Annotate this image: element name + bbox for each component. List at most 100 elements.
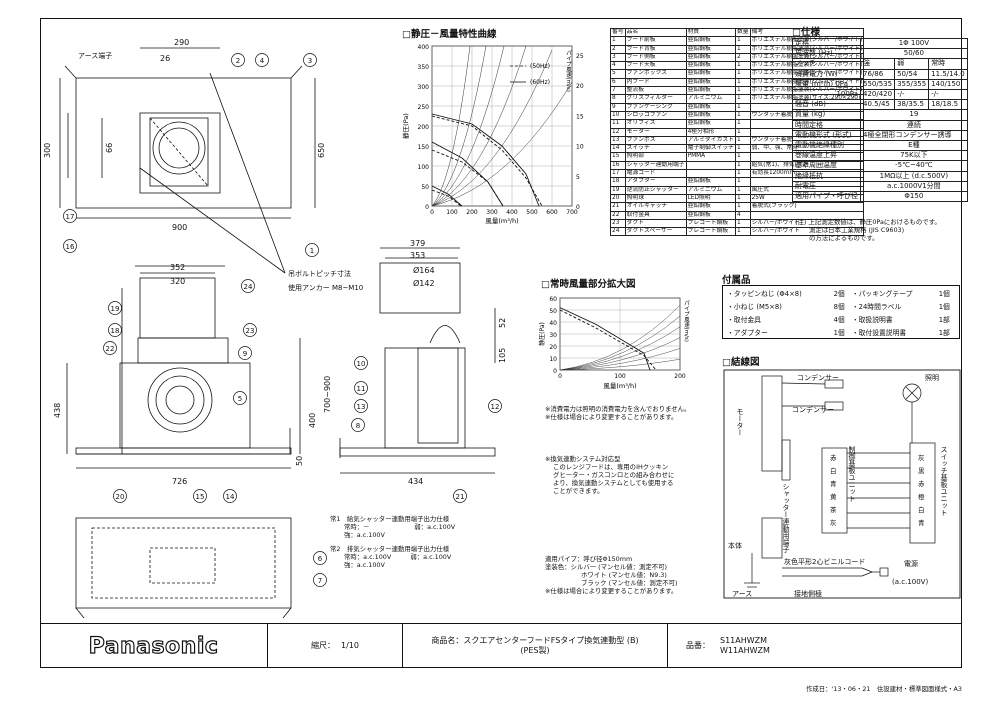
parts-cell: オリフィス — [624, 119, 687, 129]
accessory-cell: 1個 — [938, 290, 950, 298]
callout-number: 18 — [111, 327, 120, 335]
pipe-note: 適用パイプ：呼び径Φ150mm — [545, 555, 633, 563]
ytick-label: 0 — [425, 204, 429, 211]
notes-mid: ※消費電力は照明の消費電力を含んでおりません。 ※仕様は場合により変更することが… — [545, 405, 690, 421]
spec-value: 1Φ 100V — [860, 37, 968, 50]
spec-note: 測定は日本工業規格 (JIS C9603) — [809, 226, 905, 234]
parts-cell: 照明球 — [624, 193, 687, 204]
callout-circle — [354, 356, 368, 370]
wire-color-left: 茶 — [830, 505, 837, 514]
ytick-label: 0 — [553, 368, 557, 375]
dim-726: 726 — [172, 477, 187, 486]
spec-label: 時間定格 — [792, 119, 861, 131]
parts-cell: フード前板 — [624, 36, 687, 46]
callout-circle — [313, 573, 327, 587]
rtick-label: 20 — [576, 83, 584, 90]
fan-curve — [431, 185, 463, 207]
dim-52: 52 — [498, 318, 507, 328]
dim-900: 900 — [172, 223, 187, 232]
anchor-label: 使用アンカー M8~M10 — [288, 283, 363, 292]
spec-note: (注) 上記測定数値は、静圧0Paにおけるものです。 — [795, 218, 941, 226]
parts-cell: 亜鉛鋼板 — [685, 36, 736, 46]
callout-circle — [354, 399, 368, 413]
wire-color-right: 青 — [918, 518, 925, 527]
spec-notes: (注) 上記測定数値は、静圧0Paにおけるものです。 測定は日本工業規格 (JI… — [795, 218, 941, 242]
vent-note: より、換気連動システムとしても使用する — [553, 479, 674, 487]
wire-color-left: 白 — [830, 466, 837, 475]
callout-circle — [303, 53, 317, 67]
parts-cell: 1 — [734, 193, 751, 204]
parts-cell: 1 — [734, 110, 751, 121]
ytick-label: 350 — [418, 64, 430, 71]
ytick-label: 20 — [549, 344, 557, 351]
legend-50hz: (50Hz) — [530, 63, 550, 70]
y-axis-label: 静圧(Pa) — [538, 322, 546, 346]
rtick-label: 15 — [576, 113, 584, 120]
pipe-note: ※仕様は場合により変更することがあります。 — [545, 587, 678, 595]
wiring-condenser1: コンデンサー — [797, 373, 839, 382]
parts-cell: 24 — [610, 227, 626, 237]
shutter-note: 常1 給気シャッター連動用端子出力仕様 — [330, 515, 450, 523]
spec-note: の方法によるものです。 — [809, 234, 879, 242]
parts-cell: シャッター連動用端子 — [624, 160, 687, 171]
spec-sub: 100Pa — [792, 89, 861, 101]
spec-label-text: 風量 (m³/h) — [795, 79, 834, 88]
parts-header-cell: 品名 — [624, 27, 687, 38]
spec-label: 電動機絶縁種別 — [792, 140, 861, 152]
parts-header-cell: 番号 — [610, 27, 626, 38]
accessory-cell: 1部 — [938, 329, 950, 337]
parts-cell: 1 — [734, 152, 751, 162]
parts-cell: 1 — [734, 169, 751, 179]
parts-cell: 亜鉛鋼板 — [685, 86, 736, 96]
vent-note: このレンジフードは、専用のIHクッキン — [553, 463, 669, 471]
wire-color-left: 青 — [830, 479, 837, 488]
parts-cell: 10 — [610, 110, 626, 121]
pipe-note: ブラック (マンセル値：測定不可) — [581, 579, 678, 587]
callout-number: 23 — [246, 327, 255, 335]
wire-color-right: 黒 — [918, 467, 925, 475]
spec-label: 周波数 (Hz) — [792, 48, 861, 60]
front-view-duct — [139, 277, 216, 339]
parts-header-cell: 材質 — [685, 27, 736, 38]
callout-number: 16 — [66, 243, 75, 251]
spec-label: 質量 (kg) — [792, 109, 861, 121]
parts-cell: 19 — [610, 185, 626, 195]
curve-title: □静圧－風量特性曲線 — [402, 29, 497, 40]
xtick-label: 200 — [674, 373, 686, 380]
spec-value: 420/420 — [859, 89, 896, 101]
parts-cell: 11 — [610, 119, 626, 129]
callout-number: 17 — [66, 213, 75, 221]
fan-curve — [559, 307, 651, 371]
parts-cell: 2 — [734, 52, 751, 63]
parts-cell: 1 — [734, 202, 751, 212]
parts-cell: 1 — [734, 77, 751, 88]
fan-curve — [431, 141, 504, 207]
callout-number: 10 — [357, 360, 366, 368]
wiring-power-value: (a.c.100V) — [892, 578, 928, 586]
callout-number: 12 — [491, 403, 500, 411]
callout-circle — [255, 53, 269, 67]
parts-cell: 亜鉛鋼板 — [685, 202, 736, 212]
parts-cell: 1 — [734, 127, 751, 137]
parts-cell: 1 — [734, 218, 751, 229]
parts-cell: スイッチ — [624, 144, 687, 154]
xtick-label: 100 — [614, 373, 626, 380]
enlarged-title: □常時風量部分拡大図 — [541, 279, 636, 290]
rtick-label: 25 — [576, 53, 584, 60]
spec-value: -/- — [928, 89, 968, 101]
parts-cell: モーター — [624, 127, 687, 137]
parts-cell: 1 — [734, 119, 751, 129]
wiring-title: □結線図 — [722, 357, 760, 368]
wire-color-right: 白 — [918, 505, 925, 514]
parts-cell: 2 — [610, 44, 626, 54]
spec-label: 基準周囲温度 — [792, 160, 861, 172]
ytick-label: 200 — [418, 124, 430, 131]
wiring-switch-unit: スイッチ基板ユニット — [940, 446, 948, 516]
parts-cell: 4極分相形 — [685, 127, 736, 137]
note-line: ※仕様は場合により変更することがあります。 — [545, 413, 678, 421]
scale-value: 1/10 — [341, 641, 359, 650]
model-label: 品番： — [686, 641, 710, 650]
